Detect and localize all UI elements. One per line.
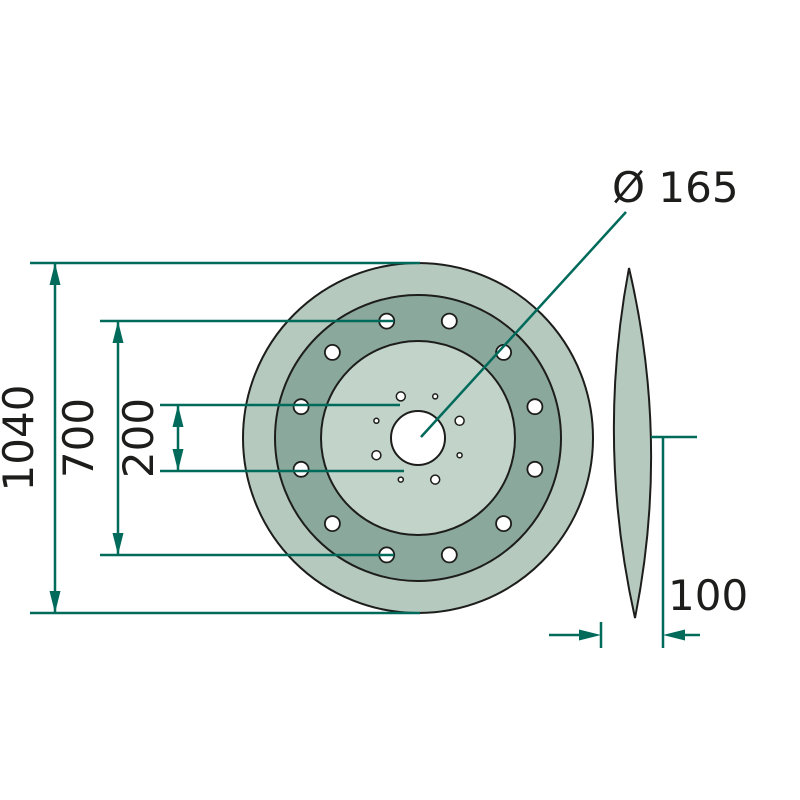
arrowhead-down [112, 533, 124, 555]
small-hole [397, 476, 405, 483]
arrowhead-right [579, 629, 601, 641]
dimension-200: 200 [114, 398, 404, 478]
dimension-1040: 1040 [0, 261, 420, 615]
dimension-165: Ø 165 [420, 163, 739, 438]
bolt-hole [292, 460, 310, 478]
small-hole [454, 415, 465, 427]
front-view [242, 262, 594, 614]
bolt-hole [495, 515, 513, 532]
bolt-hole [323, 515, 341, 532]
arrowhead-down [172, 449, 184, 471]
dimension-700: 700 [54, 319, 394, 557]
arrowhead-up [49, 263, 61, 285]
bolt-hole [440, 312, 458, 330]
small-hole [373, 417, 380, 425]
dimension-label-200: 200 [114, 398, 163, 478]
leader-line [420, 211, 627, 438]
bolt-hole [526, 398, 544, 416]
arrowhead-up [172, 405, 184, 427]
small-hole [429, 474, 441, 485]
small-hole [395, 391, 407, 402]
side-profile-shape [612, 267, 653, 619]
arrowhead-up [112, 321, 124, 343]
bolt-hole [323, 343, 341, 361]
dimension-label-700: 700 [54, 398, 103, 478]
dimension-100: 100 [549, 435, 748, 648]
bolt-hole [526, 460, 544, 478]
dimension-label-165: Ø 165 [612, 163, 739, 212]
bolt-hole [440, 546, 458, 564]
dimension-label-100: 100 [668, 571, 748, 620]
small-holes [371, 391, 465, 485]
dimension-label-1040: 1040 [0, 385, 43, 492]
bolt-hole [292, 398, 310, 416]
arrowhead-down [49, 591, 61, 613]
arrowhead-left [663, 629, 685, 641]
side-view [612, 267, 653, 619]
bolt-holes [292, 312, 544, 564]
small-hole [431, 393, 439, 400]
small-hole [371, 449, 382, 461]
small-hole [456, 451, 463, 459]
